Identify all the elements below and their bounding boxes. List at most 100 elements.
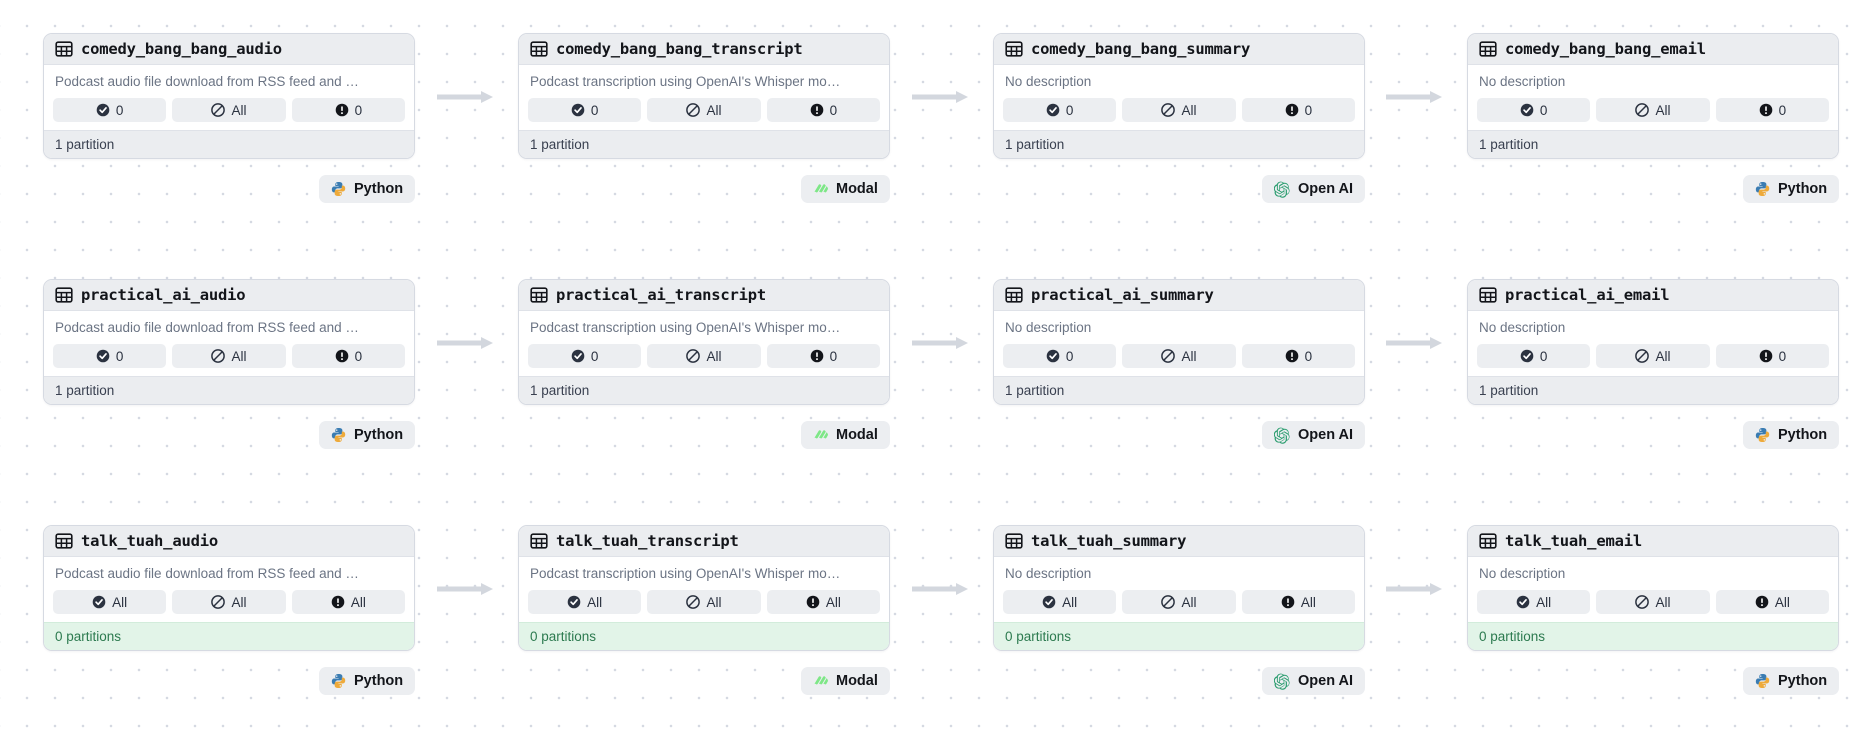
exclamation-circle-icon <box>335 103 348 117</box>
asset-node-header[interactable]: practical_ai_email <box>1468 280 1838 311</box>
python-logo <box>331 673 346 689</box>
asset-node-partitions[interactable]: 0 partitions <box>1468 622 1838 650</box>
status-badge-exclamation-circle[interactable]: All <box>1715 590 1829 614</box>
status-badge-no-entry-circle[interactable]: All <box>1596 344 1710 368</box>
status-badge-exclamation-circle[interactable]: All <box>1241 590 1355 614</box>
status-badge-no-entry-circle[interactable]: All <box>1122 98 1236 122</box>
status-badge-check-circle[interactable]: All <box>1477 590 1591 614</box>
status-badge-no-entry-circle[interactable]: All <box>647 98 761 122</box>
asset-node-header[interactable]: practical_ai_audio <box>44 280 414 311</box>
compute-kind-label: Open AI <box>1298 181 1354 197</box>
status-badge-check-circle[interactable]: 0 <box>1477 98 1591 122</box>
asset-node-partitions[interactable]: 0 partitions <box>994 622 1364 650</box>
asset-node-body: Podcast transcription using OpenAI's Whi… <box>519 65 889 130</box>
status-badge-no-entry-circle[interactable]: All <box>172 590 286 614</box>
status-badge-no-entry-circle[interactable]: All <box>172 98 286 122</box>
asset-node-header[interactable]: talk_tuah_summary <box>994 526 1364 557</box>
status-badge-no-entry-circle[interactable]: All <box>647 590 761 614</box>
asset-node-partitions[interactable]: 1 partition <box>519 376 889 404</box>
status-badge-no-entry-circle[interactable]: All <box>1122 344 1236 368</box>
asset-node-partitions[interactable]: 1 partition <box>1468 376 1838 404</box>
status-badge-check-circle[interactable]: All <box>1003 590 1117 614</box>
status-badge-check-circle[interactable]: 0 <box>1477 344 1591 368</box>
status-badge-exclamation-circle[interactable]: 0 <box>291 98 405 122</box>
compute-kind-tag[interactable]: Open AI <box>1262 667 1366 695</box>
asset-node-partitions[interactable]: 1 partition <box>44 376 414 404</box>
compute-kind-tag[interactable]: Modal <box>801 667 890 695</box>
exclamation-circle-icon <box>810 103 823 117</box>
status-badge-exclamation-circle[interactable]: 0 <box>1241 344 1355 368</box>
asset-node-header[interactable]: talk_tuah_email <box>1468 526 1838 557</box>
asset-node-partitions[interactable]: 0 partitions <box>519 622 889 650</box>
status-badge-check-circle[interactable]: 0 <box>53 344 167 368</box>
asset-node-header[interactable]: comedy_bang_bang_email <box>1468 34 1838 65</box>
asset-node-partitions[interactable]: 1 partition <box>1468 130 1838 158</box>
asset-node-partitions[interactable]: 1 partition <box>44 130 414 158</box>
status-badge-exclamation-circle[interactable]: 0 <box>1715 98 1829 122</box>
compute-kind-tag[interactable]: Open AI <box>1262 175 1366 203</box>
status-badge-no-entry-circle[interactable]: All <box>1596 590 1710 614</box>
status-badge-exclamation-circle[interactable]: 0 <box>1715 344 1829 368</box>
compute-kind-tag[interactable]: Python <box>1743 421 1840 449</box>
no-entry-circle-icon <box>211 103 226 117</box>
status-badge-check-circle[interactable]: All <box>53 590 167 614</box>
status-badge-check-circle[interactable]: 0 <box>53 98 167 122</box>
asset-node-header[interactable]: practical_ai_summary <box>994 280 1364 311</box>
asset-node-header[interactable]: practical_ai_transcript <box>519 280 889 311</box>
status-badge-exclamation-circle[interactable]: 0 <box>766 98 880 122</box>
status-badge-no-entry-circle[interactable]: All <box>647 344 761 368</box>
compute-kind-tag[interactable]: Python <box>1743 667 1840 695</box>
status-badge-exclamation-circle[interactable]: 0 <box>766 344 880 368</box>
compute-kind-tag[interactable]: Open AI <box>1262 421 1366 449</box>
compute-kind-tag[interactable]: Modal <box>801 175 890 203</box>
asset-node-header[interactable]: talk_tuah_transcript <box>519 526 889 557</box>
status-badge-no-entry-circle[interactable]: All <box>1596 98 1710 122</box>
compute-kind-label: Python <box>1778 181 1828 197</box>
compute-kind-tag[interactable]: Python <box>319 421 416 449</box>
status-badge-exclamation-circle[interactable]: 0 <box>1241 98 1355 122</box>
asset-node-header[interactable]: comedy_bang_bang_audio <box>44 34 414 65</box>
compute-kind-label: Open AI <box>1298 427 1354 443</box>
asset-node-partitions[interactable]: 1 partition <box>994 130 1364 158</box>
status-badge-exclamation-circle[interactable]: All <box>766 590 880 614</box>
asset-node-title: practical_ai_summary <box>1031 286 1214 304</box>
status-badge-exclamation-circle[interactable]: All <box>291 590 405 614</box>
status-badge-no-entry-circle[interactable]: All <box>172 344 286 368</box>
compute-kind-tag[interactable]: Python <box>319 175 416 203</box>
status-badge-exclamation-circle[interactable]: 0 <box>291 344 405 368</box>
status-badge-check-circle[interactable]: 0 <box>528 344 642 368</box>
asset-node-header[interactable]: comedy_bang_bang_summary <box>994 34 1364 65</box>
status-badge-no-entry-circle[interactable]: All <box>1122 590 1236 614</box>
compute-kind-tag[interactable]: Python <box>319 667 416 695</box>
compute-kind-tag[interactable]: Python <box>1743 175 1840 203</box>
asset-node-header[interactable]: talk_tuah_audio <box>44 526 414 557</box>
table-icon <box>1479 533 1497 549</box>
status-badge-check-circle[interactable]: 0 <box>1003 344 1117 368</box>
compute-kind-tag[interactable]: Modal <box>801 421 890 449</box>
asset-node-partitions[interactable]: 1 partition <box>519 130 889 158</box>
status-badge-check-circle[interactable]: 0 <box>528 98 642 122</box>
status-badge-check-circle[interactable]: 0 <box>1003 98 1117 122</box>
asset-node-partitions[interactable]: 1 partition <box>994 376 1364 404</box>
status-badge-check-circle[interactable]: All <box>528 590 642 614</box>
no-entry-circle-icon <box>211 595 226 609</box>
status-badge-value: All <box>1655 102 1671 118</box>
check-circle-icon <box>1519 103 1534 117</box>
asset-node-header[interactable]: comedy_bang_bang_transcript <box>519 34 889 65</box>
asset-node-partitions[interactable]: 0 partitions <box>44 622 414 650</box>
